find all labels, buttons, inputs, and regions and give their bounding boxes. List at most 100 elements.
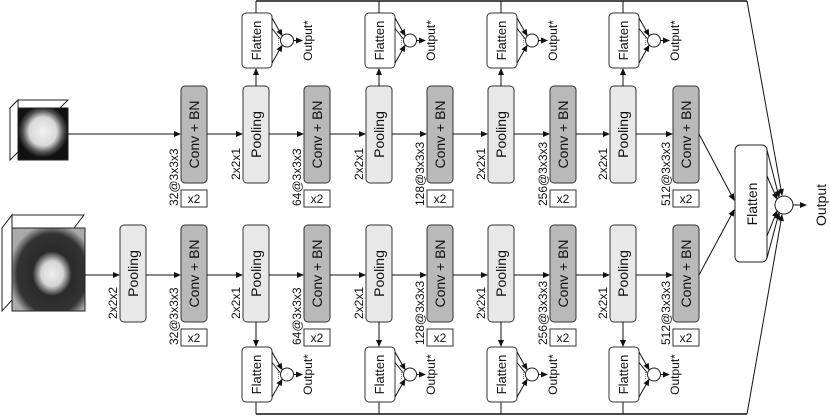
pooling-label: Pooling [493, 250, 509, 297]
filter-label: 256@3x3x3 [536, 280, 550, 345]
pool-size-label: 2x2x1 [474, 148, 488, 180]
pool-size-label: 2x2x1 [229, 148, 243, 180]
aux-output-node [403, 367, 417, 382]
pooling-label: Pooling [125, 250, 141, 297]
aux-output-label: Output* [668, 20, 682, 61]
aux-dots: ..... [519, 36, 526, 46]
repeat-box [180, 328, 208, 347]
aux-output-label: Output* [301, 20, 315, 61]
repeat-label: x2 [311, 192, 324, 206]
aux-flatten-label: Flatten [372, 21, 387, 61]
aux-fan-line [516, 44, 528, 64]
aux-flatten-box [241, 346, 273, 403]
pool-size-label: 2x2x1 [596, 148, 610, 180]
aux-fan-line [516, 17, 528, 37]
aux-fan-line [394, 362, 404, 373]
aux-flatten-label: Flatten [616, 355, 631, 395]
aux-fan-line [394, 17, 406, 37]
final-head: Flatten ..... Output [698, 0, 829, 415]
repeat-box [426, 328, 454, 347]
aux-fan-line [271, 378, 283, 398]
aux-flatten-box [241, 12, 273, 69]
repeat-box [426, 189, 454, 208]
filter-label: 32@3x3x3 [167, 287, 181, 345]
aux-dots: ..... [397, 370, 404, 380]
conv-bn-label: Conv + BN [309, 100, 325, 168]
repeat-label: x2 [680, 192, 693, 206]
aux-output-node [647, 367, 661, 382]
aux-flatten-label: Flatten [249, 355, 264, 395]
aux-flatten-box [608, 346, 640, 403]
aux-output-label: Output* [424, 20, 438, 61]
filter-label: 128@3x3x3 [413, 280, 427, 345]
aux-flatten-box [486, 346, 518, 403]
repeat-box [672, 189, 700, 208]
pooling-label: Pooling [615, 111, 631, 158]
aux-flatten-box [486, 12, 518, 69]
aux-flatten-label: Flatten [249, 21, 264, 61]
aux-output-node [525, 367, 539, 382]
pooling-label: Pooling [493, 111, 509, 158]
repeat-label: x2 [434, 192, 447, 206]
bottom-input-volume [0, 213, 86, 313]
filter-label: 64@3x3x3 [290, 148, 304, 206]
filter-label: 512@3x3x3 [659, 280, 673, 345]
repeat-box [549, 328, 577, 347]
repeat-label: x2 [557, 192, 570, 206]
aux-fan-line [516, 378, 528, 398]
aux-output-label: Output* [424, 354, 438, 395]
aux-output-node [403, 33, 417, 48]
pooling-label: Pooling [371, 111, 387, 158]
aux-fan-line [394, 28, 404, 39]
conv-bn-block [426, 224, 454, 323]
aux-output-label: Output* [546, 354, 560, 395]
repeat-box [672, 328, 700, 347]
pooling-block [119, 224, 147, 323]
aux-fan-line [271, 17, 283, 37]
aux-fan-line [638, 28, 648, 39]
repeat-label: x2 [557, 331, 570, 345]
bottom-to-final-arrow [698, 209, 735, 276]
aux-fan-line [638, 362, 648, 373]
pool-size-label: 2x2x1 [352, 148, 366, 180]
filter-label: 256@3x3x3 [536, 141, 550, 206]
repeat-box [549, 189, 577, 208]
aux-fan-line [516, 351, 528, 371]
aux-flatten-box [364, 346, 396, 403]
conv-bn-label: Conv + BN [186, 239, 202, 307]
aux-output-label: Output* [546, 20, 560, 61]
aux-fan-line [394, 44, 406, 64]
aux-flatten-box [364, 12, 396, 69]
filter-label: 32@3x3x3 [167, 148, 181, 206]
pooling-label: Pooling [371, 250, 387, 297]
pool-size-label: 2x2x2 [106, 287, 120, 319]
top-to-final-arrow [698, 133, 735, 201]
conv-bn-label: Conv + BN [678, 239, 694, 307]
pool-size-label: 2x2x1 [474, 287, 488, 319]
conv-bn-label: Conv + BN [309, 239, 325, 307]
conv-bn-block [303, 224, 331, 323]
repeat-label: x2 [680, 331, 693, 345]
aux-dots: ..... [274, 36, 281, 46]
final-output-label: Output [813, 184, 829, 226]
aux-fan-line [394, 378, 406, 398]
aux-output-node [280, 367, 294, 382]
aux-flatten-label: Flatten [372, 355, 387, 395]
repeat-label: x2 [434, 331, 447, 345]
filter-label: 128@3x3x3 [413, 141, 427, 206]
pooling-label: Pooling [248, 111, 264, 158]
aux-fan-line [638, 378, 650, 398]
filter-label: 512@3x3x3 [659, 141, 673, 206]
filter-label: 64@3x3x3 [290, 287, 304, 345]
aux-fan-line [638, 44, 650, 64]
aux-fan-line [516, 362, 526, 373]
aux-fan-line [271, 351, 283, 371]
conv-bn-label: Conv + BN [186, 100, 202, 168]
aux-flatten-label: Flatten [616, 21, 631, 61]
top-input-volume [8, 98, 70, 162]
repeat-box [303, 189, 331, 208]
pool-size-label: 2x2x1 [596, 287, 610, 319]
aux-flatten-box [608, 12, 640, 69]
aux-dots: ..... [641, 370, 648, 380]
